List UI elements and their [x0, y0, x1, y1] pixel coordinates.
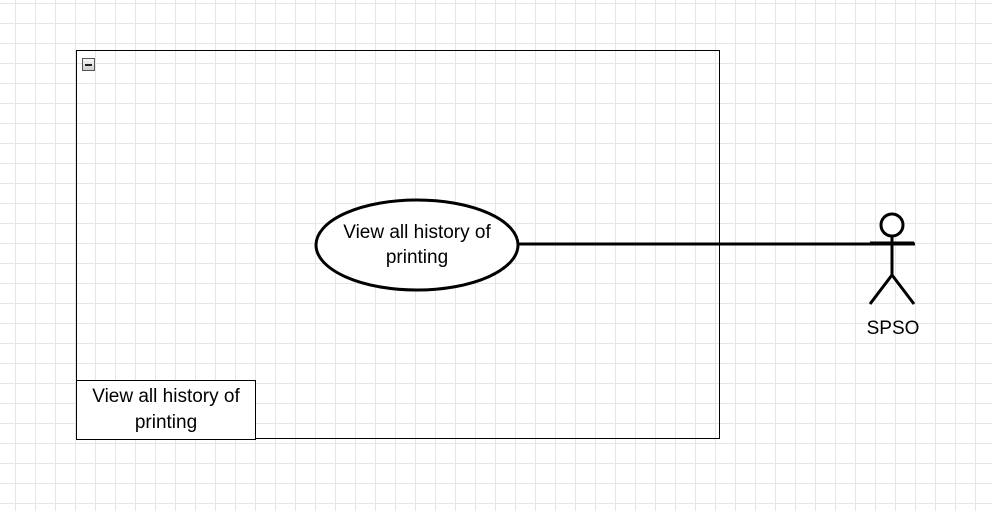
use-case-ellipse[interactable] [314, 198, 520, 292]
boundary-label[interactable]: View all history of printing [76, 380, 256, 440]
actor-stick-figure[interactable] [868, 212, 916, 305]
collapse-icon[interactable] [82, 58, 95, 71]
actor-label: SPSO [866, 318, 920, 339]
use-case-label: View all history of printing [343, 222, 491, 268]
